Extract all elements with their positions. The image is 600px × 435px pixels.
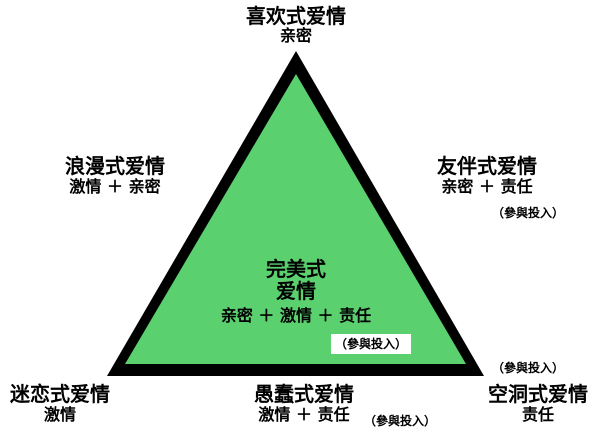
romantic-love-components: 激情 ＋ 亲密 <box>69 177 161 196</box>
consummate-love-components: 亲密 ＋ 激情 ＋ 责任 <box>220 306 372 325</box>
bottom-left-label: 迷恋式爱情 激情 <box>0 384 120 423</box>
fatuous-love-note: （參與投入） <box>364 414 437 428</box>
fatuous-love-title: 愚蠢式爱情 <box>254 382 354 406</box>
consummate-love-note: （參與投入） <box>331 334 412 354</box>
liking-love-title: 喜欢式爱情 <box>246 4 346 28</box>
fatuous-love-components: 激情 ＋ 责任 <box>258 405 350 424</box>
bottom-middle-label: 愚蠢式爱情 激情 ＋ 责任 <box>244 384 364 423</box>
companionate-love-note: （參與投入） <box>492 206 565 220</box>
triangle-fill <box>125 74 466 364</box>
empty-love-components: 责任 <box>521 405 554 424</box>
companionate-love-title: 友伴式爱情 <box>437 154 537 178</box>
liking-love-components: 亲密 <box>279 26 312 45</box>
center-label: 完美式 爱情 亲密 ＋ 激情 ＋ 责任 <box>196 258 396 324</box>
infatuation-love-title: 迷恋式爱情 <box>10 382 110 406</box>
left-side-label: 浪漫式爱情 激情 ＋ 亲密 <box>52 156 178 195</box>
empty-love-note: （參與投入） <box>492 361 565 375</box>
right-side-label: 友伴式爱情 亲密 ＋ 责任 <box>424 156 550 195</box>
consummate-love-title-line1: 完美式 <box>266 257 326 281</box>
companionate-love-components: 亲密 ＋ 责任 <box>441 177 533 196</box>
consummate-love-title-line2: 爱情 <box>276 279 316 303</box>
romantic-love-title: 浪漫式爱情 <box>65 154 165 178</box>
empty-love-title: 空洞式爱情 <box>488 382 588 406</box>
top-vertex-label: 喜欢式爱情 亲密 <box>246 6 346 44</box>
infatuation-love-components: 激情 <box>43 405 76 424</box>
bottom-right-label: 空洞式爱情 责任 <box>476 384 600 423</box>
